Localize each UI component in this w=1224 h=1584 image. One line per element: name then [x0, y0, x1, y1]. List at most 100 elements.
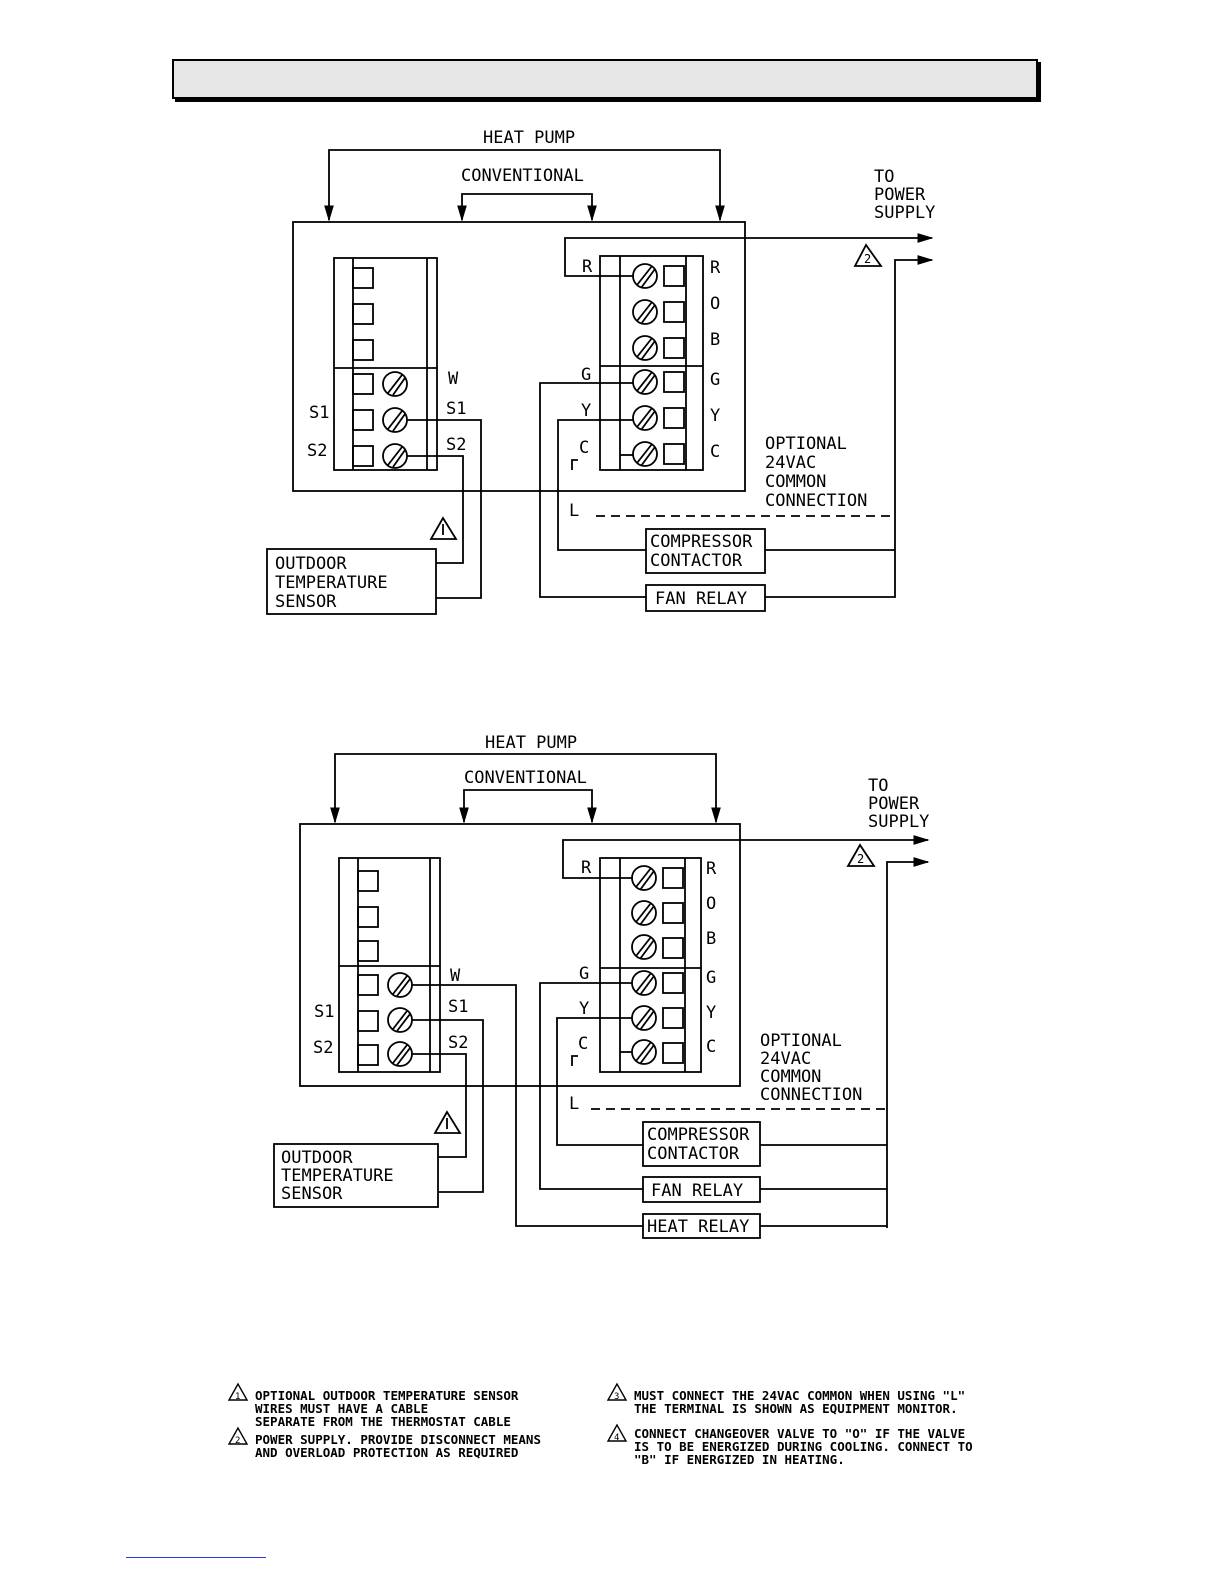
thermostat-subbase	[299, 823, 741, 1087]
sensor-line-1: OUTDOOR	[281, 1148, 353, 1168]
s1-terminal-label: S1	[448, 997, 468, 1017]
note-4-line-3: "B" IF ENERGIZED IN HEATING.	[634, 1452, 845, 1467]
wiring-diagram-2	[273, 753, 930, 1239]
w-screw-terminal	[382, 371, 408, 397]
heat-pump-arrow	[330, 753, 721, 824]
compressor-line-2: CONTACTOR	[647, 1144, 740, 1164]
note-3-marker: 3	[614, 1392, 619, 1402]
note-2-line-2: AND OVERLOAD PROTECTION AS REQUIRED	[255, 1445, 518, 1460]
compressor-line-2: CONTACTOR	[650, 551, 743, 571]
optional-line-3: COMMON	[760, 1067, 821, 1087]
c-out-label: C	[706, 1037, 716, 1057]
conventional-label: CONVENTIONAL	[464, 768, 587, 788]
note-1-line-2: WIRES MUST HAVE A CABLE	[255, 1401, 428, 1416]
note-3-line-1: MUST CONNECT THE 24VAC COMMON WHEN USING…	[634, 1388, 965, 1403]
s2-terminal-label: S2	[446, 435, 466, 455]
c-in-label: C	[578, 1034, 588, 1054]
w-terminal-label: W	[450, 966, 461, 986]
b-out-label: B	[706, 929, 716, 949]
power-supply-line-1: TO	[874, 167, 894, 187]
s1-side-label: S1	[314, 1002, 334, 1022]
y-in-label: Y	[579, 999, 589, 1019]
g-out-label: G	[706, 968, 716, 988]
s2-side-label: S2	[313, 1038, 333, 1058]
fan-relay-box	[645, 584, 766, 612]
left-terminal-strip	[333, 257, 438, 471]
compressor-line-1: COMPRESSOR	[650, 532, 753, 552]
thermostat-subbase	[292, 221, 746, 492]
y-out-label: Y	[710, 406, 720, 426]
y-in-label: Y	[581, 401, 591, 421]
optional-line-1: OPTIONAL	[765, 434, 847, 454]
r-in-label: R	[581, 858, 592, 878]
note-2-icon	[227, 1426, 249, 1445]
s2-side-label: S2	[307, 441, 327, 461]
y-out-label: Y	[706, 1003, 716, 1023]
note-2-marker: 2	[857, 852, 864, 866]
note-1-icon	[227, 1382, 249, 1401]
diagram-1-labels: HEAT PUMP CONVENTIONAL TO POWER SUPPLY 2…	[275, 128, 935, 612]
r-in-label: R	[582, 257, 593, 277]
optional-line-1: OPTIONAL	[760, 1031, 842, 1051]
c-in-label: C	[579, 438, 589, 458]
note-1-marker: 1	[235, 1392, 240, 1402]
outdoor-temperature-sensor-box	[273, 1143, 439, 1208]
optional-line-4: CONNECTION	[765, 491, 867, 511]
l-terminal-label: L	[569, 1094, 579, 1114]
right-terminal-strip	[599, 857, 702, 1073]
sensor-line-3: SENSOR	[275, 592, 337, 612]
note-2-line-1: POWER SUPPLY. PROVIDE DISCONNECT MEANS	[255, 1432, 541, 1447]
conventional-arrow	[457, 193, 597, 222]
w-terminal-label: W	[448, 369, 459, 389]
power-supply-line-3: SUPPLY	[868, 812, 929, 832]
o-out-label: O	[710, 294, 720, 314]
g-out-label: G	[710, 370, 720, 390]
note-2-warning-icon	[853, 243, 883, 267]
compressor-line-1: COMPRESSOR	[647, 1125, 750, 1145]
s1-side-label: S1	[309, 403, 329, 423]
power-supply-line-3: SUPPLY	[874, 203, 935, 223]
section-title-bar	[172, 59, 1038, 99]
o-out-label: O	[706, 894, 716, 914]
diagram-2-labels: HEAT PUMP CONVENTIONAL TO POWER SUPPLY 2…	[281, 733, 929, 1237]
left-terminal-strip	[338, 857, 441, 1073]
optional-line-3: COMMON	[765, 472, 826, 492]
optional-line-2: 24VAC	[765, 453, 816, 473]
note-3-icon	[606, 1382, 628, 1401]
note-1-warning-icon	[433, 1110, 462, 1134]
conventional-label: CONVENTIONAL	[461, 166, 584, 186]
heat-pump-arrow	[324, 149, 725, 222]
note-4-marker: 4	[614, 1433, 619, 1443]
sensor-line-3: SENSOR	[281, 1184, 343, 1204]
outdoor-temperature-sensor-box	[266, 548, 437, 615]
note-1-warning-icon	[429, 516, 458, 540]
r-out-label: R	[710, 258, 721, 278]
compressor-contactor-box	[645, 528, 766, 574]
note-2-marker: 2	[235, 1436, 240, 1446]
power-supply-line-1: TO	[868, 776, 888, 796]
heat-relay-label: HEAT RELAY	[647, 1217, 749, 1237]
heat-pump-label: HEAT PUMP	[485, 733, 577, 753]
compressor-contactor-box	[642, 1121, 761, 1167]
g-in-label: G	[581, 365, 591, 385]
s1-terminal-label: S1	[446, 399, 466, 419]
l-terminal-label: L	[569, 501, 579, 521]
wiring-diagram-1	[266, 149, 934, 615]
fan-relay-label: FAN RELAY	[655, 589, 747, 609]
note-4-line-1: CONNECT CHANGEOVER VALVE TO "O" IF THE V…	[634, 1426, 965, 1441]
optional-line-4: CONNECTION	[760, 1085, 862, 1105]
notes-legend: 1 2 3 4 OPTIONAL OUTDOOR TEMPERATURE SEN…	[227, 1382, 973, 1467]
g-in-label: G	[579, 964, 589, 984]
right-terminal-strip	[599, 255, 704, 471]
note-1-line-3: SEPARATE FROM THE THERMOSTAT CABLE	[255, 1414, 511, 1429]
heat-pump-label: HEAT PUMP	[483, 128, 575, 148]
note-1-line-1: OPTIONAL OUTDOOR TEMPERATURE SENSOR	[255, 1388, 519, 1403]
note-4-icon	[606, 1423, 628, 1442]
fan-relay-label: FAN RELAY	[651, 1181, 743, 1201]
note-3-line-2: THE TERMINAL IS SHOWN AS EQUIPMENT MONIT…	[634, 1401, 958, 1416]
footer-rule	[126, 1557, 266, 1558]
sensor-line-2: TEMPERATURE	[275, 573, 388, 593]
conventional-arrow	[459, 789, 597, 824]
note-2-marker: 2	[864, 252, 871, 266]
